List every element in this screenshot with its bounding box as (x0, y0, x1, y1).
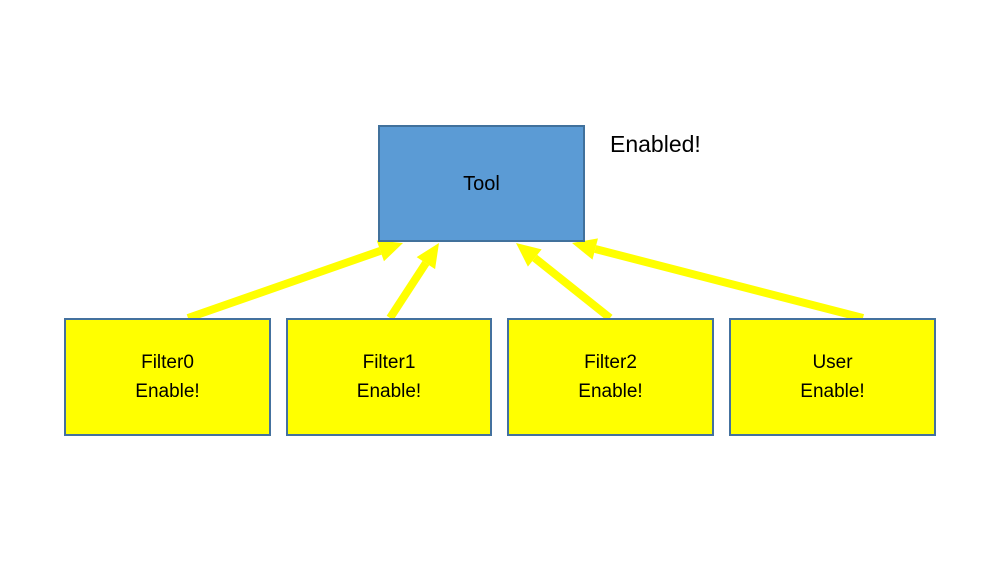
node-filter0-label-line2: Enable! (135, 381, 200, 402)
arrowhead-user-to-tool (572, 238, 598, 260)
arrowhead-filter2-to-tool (516, 243, 542, 267)
arrow-filter0-to-tool (186, 247, 382, 322)
arrow-user-to-tool (594, 245, 864, 322)
node-filter2-label-line1: Filter2 (584, 352, 637, 373)
arrowhead-filter1-to-tool (416, 243, 439, 270)
node-tool: Tool (378, 125, 585, 242)
arrow-filter1-to-tool (386, 260, 430, 321)
enabled-annotation: Enabled! (610, 131, 701, 157)
arrowhead-filter0-to-tool (376, 240, 403, 262)
node-filter1: Filter1 Enable! (286, 318, 492, 436)
node-filter0: Filter0 Enable! (64, 318, 271, 436)
node-user-label-line2: Enable! (800, 381, 865, 402)
node-filter0-label-line1: Filter0 (141, 352, 194, 373)
node-filter1-label-line1: Filter1 (362, 352, 416, 373)
node-filter2-label-line2: Enable! (578, 381, 643, 402)
node-filter1-label-line2: Enable! (356, 381, 422, 402)
node-user: User Enable! (729, 318, 936, 436)
arrow-filter2-to-tool (532, 254, 613, 322)
node-user-label-line1: User (812, 352, 853, 373)
node-filter2: Filter2 Enable! (507, 318, 714, 436)
node-tool-label: Tool (463, 172, 500, 195)
